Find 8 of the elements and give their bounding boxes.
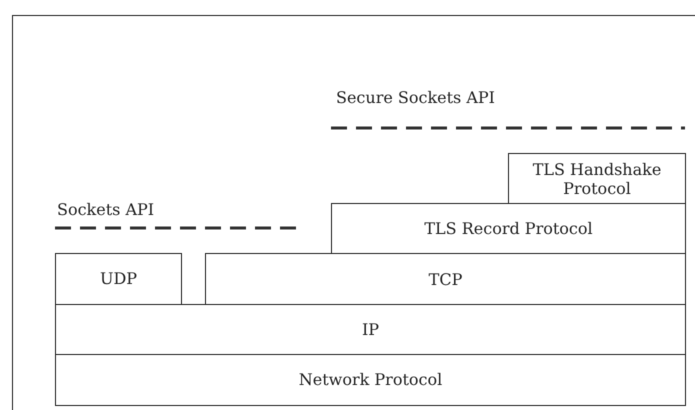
protocol-layer-box: Network Protocol: [55, 354, 686, 406]
api-label: Secure Sockets API: [336, 88, 495, 107]
protocol-layer-box: TLS Handshake Protocol: [508, 153, 686, 205]
protocol-layer-box: TLS Record Protocol: [331, 203, 686, 255]
protocol-layer-box: TCP: [205, 253, 686, 306]
protocol-layer-box: UDP: [55, 253, 182, 305]
protocol-layer-box: IP: [55, 304, 686, 356]
api-label: Sockets API: [57, 200, 154, 219]
